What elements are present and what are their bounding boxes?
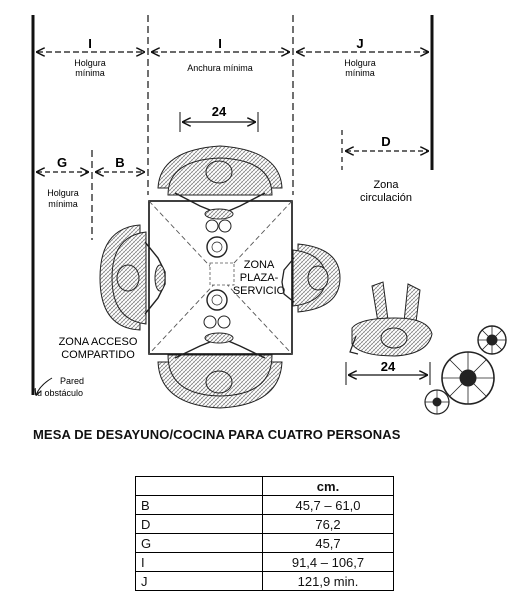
dimension-G-caption-1: Holgura (47, 188, 79, 198)
dimension-G-letter: G (57, 155, 67, 170)
table-row: J 121,9 min. (135, 571, 394, 591)
seated-person-top (157, 145, 283, 220)
dimension-J-letter: J (356, 36, 363, 51)
dimension-width-top: 24 (179, 104, 259, 132)
table-row: G 45,7 (135, 533, 394, 553)
dimension-width-bottom: 24 (345, 359, 431, 385)
place-settings (203, 219, 232, 329)
dimension-B: B (96, 155, 144, 172)
zone-access-label-2: COMPARTIDO (61, 349, 135, 361)
dimension-I-left-caption-1: Holgura (74, 58, 106, 68)
dimensions-table: cm. B 45,7 – 61,0 D 76,2 G 45,7 I 91,4 –… (135, 476, 394, 591)
table-header-unit: cm. (262, 476, 394, 496)
table-cell-value: 45,7 – 61,0 (262, 495, 394, 515)
table-row: I 91,4 – 106,7 (135, 552, 394, 572)
table-cell-value: 91,4 – 106,7 (262, 552, 394, 572)
dimension-width-bottom-value: 24 (381, 359, 396, 374)
dimension-I-left-letter: I (88, 36, 92, 51)
dimension-D-letter: D (381, 134, 390, 149)
table-header-row: cm. (135, 476, 394, 496)
table-cell-code: D (135, 514, 263, 534)
zone-circulation-label-2: circulación (360, 192, 412, 204)
zone-circulation-label-1: Zona (373, 179, 399, 191)
reference-lines (31, 15, 434, 395)
dimension-width-top-value: 24 (212, 104, 227, 119)
table-cell-code: G (135, 533, 263, 553)
table-cell-value: 121,9 min. (262, 571, 394, 591)
wall-label-1: Pared (60, 376, 84, 386)
dimension-J: J Holgura mínima (297, 36, 428, 78)
dimension-I-mid-caption: Anchura mínima (187, 63, 253, 73)
dining-table (148, 200, 293, 355)
dimension-J-caption-2: mínima (345, 68, 375, 78)
dimension-B-letter: B (115, 155, 124, 170)
table-cell-code: J (135, 571, 263, 591)
table-row: D 76,2 (135, 514, 394, 534)
table-cell-value: 76,2 (262, 514, 394, 534)
zone-plaza-label-3: SERVICIO (233, 285, 286, 297)
zone-plaza-label-2: PLAZA- (240, 272, 279, 284)
zone-plaza-label-1: ZONA (244, 259, 275, 271)
seated-person-bottom (157, 332, 283, 409)
table-cell-code: I (135, 552, 263, 572)
seated-person-left (99, 224, 166, 331)
figure-caption: MESA DE DESAYUNO/COCINA PARA CUATRO PERS… (33, 427, 401, 442)
table-cell-value: 45,7 (262, 533, 394, 553)
dimension-J-caption-1: Holgura (344, 58, 376, 68)
dimension-G: G Holgura mínima (37, 155, 88, 209)
dimension-I-mid-letter: I (218, 36, 222, 51)
table-header-empty (135, 476, 263, 496)
table-cell-code: B (135, 495, 263, 515)
dimension-I-left-caption-2: mínima (75, 68, 105, 78)
seated-person-right (281, 243, 341, 313)
plant-decoration (424, 325, 507, 415)
wall-pointer-arrow (36, 377, 53, 395)
dimension-G-caption-2: mínima (48, 199, 78, 209)
dimension-D: D (346, 134, 428, 151)
table-row: B 45,7 – 61,0 (135, 495, 394, 515)
dimension-I-left: I Holgura mínima (37, 36, 144, 78)
walking-person (349, 281, 433, 357)
wall-label-2: u obstáculo (37, 388, 83, 398)
dimension-I-mid: I Anchura mínima (152, 36, 289, 73)
zone-access-label-1: ZONA ACCESO (59, 336, 138, 348)
floor-plan-diagram: I Holgura mínima I Anchura mínima J Holg… (31, 15, 507, 415)
